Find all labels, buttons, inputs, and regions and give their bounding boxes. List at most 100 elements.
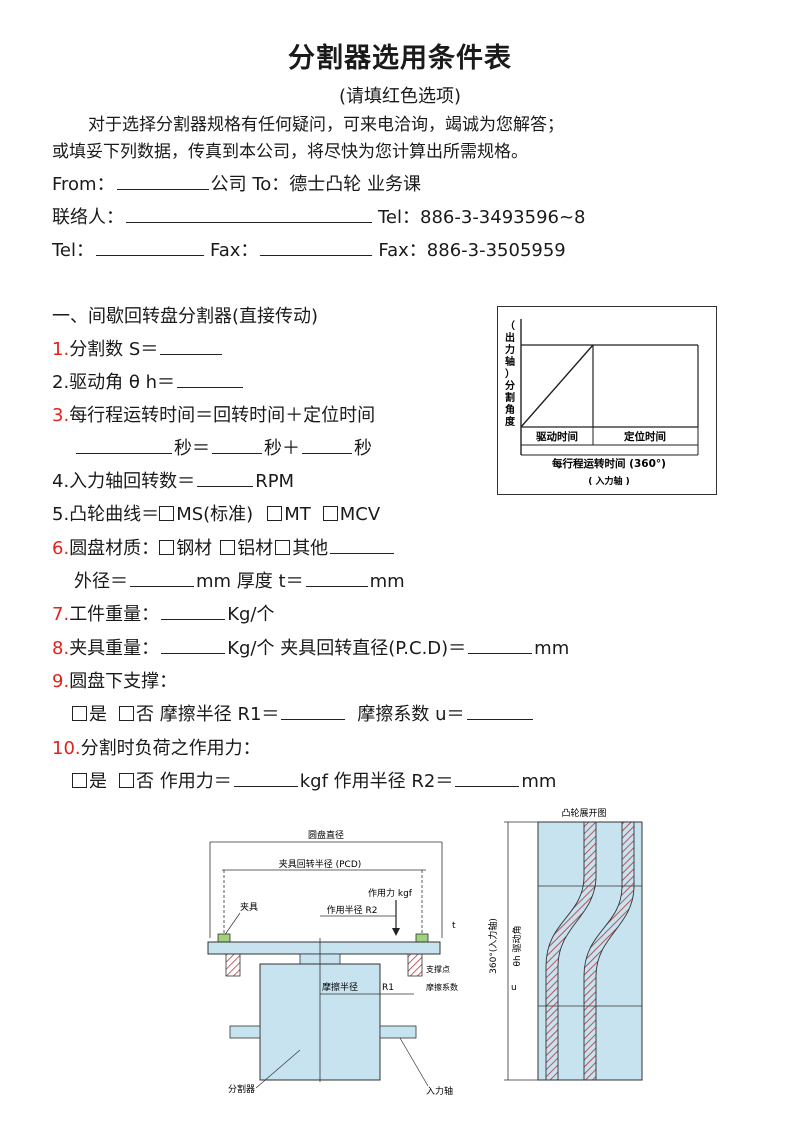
workpiece-weight-unit: Kg/个 bbox=[227, 604, 275, 625]
cam-rib-left bbox=[545, 821, 597, 1081]
fixture-leader bbox=[223, 912, 241, 937]
item-7-label: 工件重量： bbox=[69, 604, 160, 625]
dwell-time-input[interactable] bbox=[302, 435, 352, 454]
split-count-input[interactable] bbox=[160, 336, 223, 355]
drive-angle-input[interactable] bbox=[177, 369, 244, 388]
input-shaft-leader bbox=[399, 1037, 429, 1087]
cam-drive-angle-label: θh 驱动角 bbox=[511, 925, 523, 966]
drive-curve bbox=[520, 344, 594, 428]
svg-text:）: ） bbox=[505, 367, 515, 380]
item-4-label: 4.入力轴回转数＝ bbox=[52, 471, 196, 492]
item-8-number: 8. bbox=[52, 638, 70, 659]
item-5-label: 5.凸轮曲线＝ bbox=[52, 504, 160, 525]
friction-radius-input[interactable] bbox=[281, 701, 346, 720]
item-1: 1.分割数 S＝ bbox=[52, 335, 224, 361]
cam-u-label: u bbox=[511, 983, 517, 993]
item-8-label: 夹具重量： bbox=[69, 638, 160, 659]
item-3-number: 3. bbox=[52, 405, 70, 426]
item-6: 6.圆盘材质：钢材铝材其他 bbox=[52, 534, 396, 560]
fixture-right bbox=[415, 933, 429, 943]
item-1-number: 1. bbox=[52, 339, 70, 360]
item-9-label: 圆盘下支撑： bbox=[69, 671, 178, 692]
input-shaft-left bbox=[229, 1025, 261, 1039]
company-input[interactable] bbox=[116, 171, 209, 190]
item-1-label: 分割数 S＝ bbox=[69, 339, 159, 360]
force-radius-label: kgf 作用半径 R2＝ bbox=[299, 771, 454, 792]
fax-label: Fax： bbox=[210, 240, 259, 261]
force-radius-input[interactable] bbox=[455, 768, 520, 787]
from-label: From： bbox=[52, 174, 115, 195]
item-10: 10.分割时负荷之作用力： bbox=[52, 734, 261, 760]
rpm-unit: RPM bbox=[255, 471, 295, 492]
rotate-time-input[interactable] bbox=[212, 435, 262, 454]
workpiece-weight-input[interactable] bbox=[161, 601, 226, 620]
intro-line-1: 对于选择分割器规格有任何疑问，可来电洽询，竭诚为您解答； bbox=[88, 115, 564, 135]
friction-coef-input[interactable] bbox=[466, 701, 533, 720]
tel-label: Tel： bbox=[52, 240, 95, 261]
indexer-label: 分割器 bbox=[228, 1083, 255, 1095]
fax-input[interactable] bbox=[260, 237, 373, 256]
outer-diameter-input[interactable] bbox=[130, 568, 194, 587]
friction-coef-label: 摩擦系数 bbox=[426, 982, 458, 992]
load-no-checkbox[interactable] bbox=[119, 773, 134, 788]
support-yes-checkbox[interactable] bbox=[72, 706, 87, 721]
rpm-input[interactable] bbox=[197, 468, 254, 487]
fixture-pcd-input[interactable] bbox=[468, 635, 533, 654]
mechanical-diagram-svg: 圆盘直径 夹具回转半径 (PCD) 作用力 kgf 作用半径 R2 夹具 t 支… bbox=[207, 829, 458, 1097]
load-yes-label: 是 bbox=[89, 771, 107, 792]
from-row: From： 公司 To：德士凸轮 业务课 bbox=[52, 170, 421, 196]
support-point-label: 支撑点 bbox=[426, 964, 450, 974]
other-checkbox[interactable] bbox=[275, 540, 291, 555]
indexer-leader bbox=[255, 1049, 301, 1089]
outer-diameter-label: 外径＝ bbox=[74, 571, 128, 592]
disc bbox=[207, 941, 441, 955]
fixture-weight-input[interactable] bbox=[161, 635, 226, 654]
mt-checkbox[interactable] bbox=[267, 506, 283, 521]
friction-radius-label: 摩擦半径 bbox=[322, 981, 358, 993]
to-text: 公司 To：德士凸轮 业务课 bbox=[210, 174, 422, 195]
timing-diagram: （ 出 力 轴 ） 分 割 角 度 驱动时间 定位时间 每行程运转时间 (360… bbox=[497, 306, 717, 495]
thickness-unit: mm bbox=[369, 571, 405, 592]
steel-checkbox[interactable] bbox=[159, 540, 175, 555]
cam-diagram: 凸轮展开图 360°(入力轴) θh 驱动角 u bbox=[484, 806, 654, 1086]
disc-diameter-label: 圆盘直径 bbox=[308, 829, 344, 841]
cam-diagram-svg: 凸轮展开图 360°(入力轴) θh 驱动角 u bbox=[487, 807, 643, 1081]
company-fax: Fax：886-3-3505959 bbox=[378, 240, 566, 261]
dwell-time-label: 定位时间 bbox=[623, 430, 666, 443]
t-label: t bbox=[452, 921, 456, 931]
svg-text:（: （ bbox=[505, 319, 515, 332]
steel-label: 钢材 bbox=[176, 538, 213, 559]
drive-time-label: 驱动时间 bbox=[536, 430, 578, 443]
force-radius-unit: mm bbox=[521, 771, 557, 792]
item-3: 3.每行程运转时间＝回转时间＋定位时间 bbox=[52, 401, 375, 427]
support-left bbox=[225, 953, 241, 977]
other-material-input[interactable] bbox=[330, 535, 395, 554]
cam-left-label: 360°(入力轴) bbox=[487, 918, 499, 974]
friction-radius-label: 否 摩擦半径 R1＝ bbox=[136, 704, 280, 725]
sec-eq: 秒＝ bbox=[174, 438, 210, 459]
load-yes-checkbox[interactable] bbox=[72, 773, 87, 788]
thickness-input[interactable] bbox=[305, 568, 368, 587]
support-no-checkbox[interactable] bbox=[119, 706, 134, 721]
mcv-checkbox[interactable] bbox=[322, 506, 338, 521]
thickness-label: mm 厚度 t＝ bbox=[196, 571, 304, 592]
item-4: 4.入力轴回转数＝ RPM bbox=[52, 467, 294, 493]
tel-input[interactable] bbox=[96, 237, 205, 256]
r2-label: 作用半径 R2 bbox=[327, 904, 378, 916]
svg-text:角: 角 bbox=[505, 403, 515, 416]
item-7-number: 7. bbox=[52, 604, 70, 625]
item-3-times: 秒＝秒＋秒 bbox=[74, 434, 372, 460]
svg-text:轴: 轴 bbox=[505, 355, 515, 368]
ms-checkbox[interactable] bbox=[159, 506, 175, 521]
fixture-pcd-unit: mm bbox=[534, 638, 570, 659]
cycle-time-input[interactable] bbox=[76, 435, 172, 454]
cam-rib-right bbox=[583, 821, 635, 1081]
other-label: 其他 bbox=[292, 538, 329, 559]
force-input[interactable] bbox=[233, 768, 298, 787]
item-9: 9.圆盘下支撑： bbox=[52, 667, 177, 693]
contact-input[interactable] bbox=[126, 204, 372, 223]
company-tel: Tel：886-3-3493596~8 bbox=[378, 207, 586, 228]
aluminum-checkbox[interactable] bbox=[220, 540, 236, 555]
input-shaft-right bbox=[379, 1025, 417, 1039]
